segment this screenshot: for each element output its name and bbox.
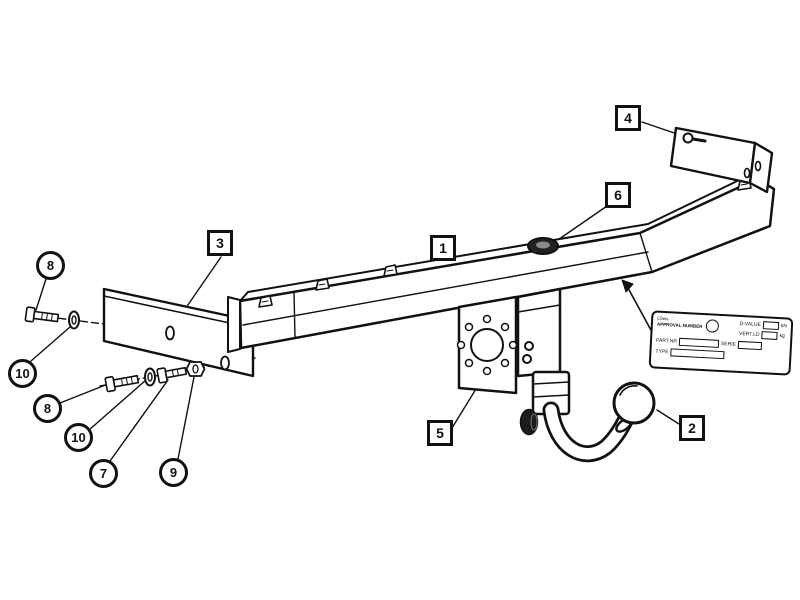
beam-bend-line-right <box>639 232 653 273</box>
callout-1: 1 <box>430 235 456 261</box>
leader-10-lower <box>88 379 147 431</box>
plate-hole-upper <box>165 325 175 341</box>
right-end-bracket <box>669 126 774 194</box>
callout-4: 4 <box>615 105 641 131</box>
leader-8-upper <box>35 278 47 311</box>
callout-6: 6 <box>605 182 631 208</box>
bracket-bolt-head <box>682 132 694 144</box>
callout-2: 2 <box>679 415 705 441</box>
mounting-tab-1 <box>258 295 273 308</box>
mounting-tab-3 <box>383 264 398 277</box>
leader-9 <box>177 376 195 460</box>
mounting-tab-2 <box>315 278 330 291</box>
plate-dvalue-label: D-VALUE <box>739 320 762 329</box>
plate-partnr-label: PART.NR <box>655 337 678 345</box>
swan-neck <box>542 401 637 463</box>
callout-8-lower: 8 <box>33 394 62 423</box>
bracket-bolt-shaft <box>691 137 707 143</box>
ball-highlight <box>619 385 638 396</box>
leader-10-upper <box>30 326 71 362</box>
leader-6 <box>551 205 608 245</box>
plate-dvalue-unit: kN <box>780 323 788 330</box>
type-plate-arrow <box>621 279 653 333</box>
plate-hole-lower <box>220 355 230 371</box>
plate-center-hole <box>470 328 504 362</box>
leader-7 <box>109 379 169 462</box>
tow-ball <box>612 381 656 425</box>
washer-10-lower <box>144 367 156 387</box>
bracket-slot-2 <box>743 167 751 179</box>
plate-serie-label: SERIE <box>720 340 737 348</box>
leader-2 <box>656 409 680 425</box>
plate-serie-field <box>737 340 763 351</box>
plate-vertload-label: VERT.LD <box>738 330 760 339</box>
plate-type-field <box>670 348 725 360</box>
hex-bolt-7 <box>156 366 188 384</box>
approval-mark-circle <box>705 319 720 333</box>
receiver-bolt-1 <box>524 341 534 351</box>
leader-8-lower <box>59 383 109 404</box>
release-handwheel <box>519 408 539 436</box>
callout-9: 9 <box>159 458 188 487</box>
beam-bend-line-left <box>293 291 296 339</box>
type-plate: Class APPROVAL NUMBER D-VALUE kN VERT.LD… <box>648 310 794 376</box>
plate-vertload-unit: kg <box>779 333 785 340</box>
holes-plate <box>456 295 518 395</box>
beam-crease <box>242 251 649 326</box>
beam-end-cap-left <box>227 296 241 353</box>
callout-10-lower: 10 <box>64 423 93 452</box>
callout-10-upper: 10 <box>8 359 37 388</box>
callout-3: 3 <box>207 230 233 256</box>
bracket-slot-1 <box>754 160 762 172</box>
plate-vertload-field <box>761 331 778 340</box>
plate-dvalue-field <box>762 321 780 330</box>
hex-bolt-8-upper <box>24 306 60 323</box>
nut-9 <box>185 361 206 377</box>
hex-bolt-8-lower <box>104 374 140 393</box>
plate-type-label: TYPE <box>655 348 669 356</box>
ball-receiver-bracket <box>516 287 562 378</box>
leader-lines <box>30 121 687 462</box>
cover-cap <box>527 237 559 255</box>
callout-7: 7 <box>89 459 118 488</box>
beam-front-face <box>238 177 776 350</box>
callout-5: 5 <box>427 420 453 446</box>
plate-partnr-field <box>678 337 720 348</box>
washer-10-upper <box>68 310 80 330</box>
callout-8-upper: 8 <box>36 251 65 280</box>
plate-approval-label: APPROVAL NUMBER <box>656 321 703 330</box>
receiver-bolt-2 <box>522 354 532 364</box>
